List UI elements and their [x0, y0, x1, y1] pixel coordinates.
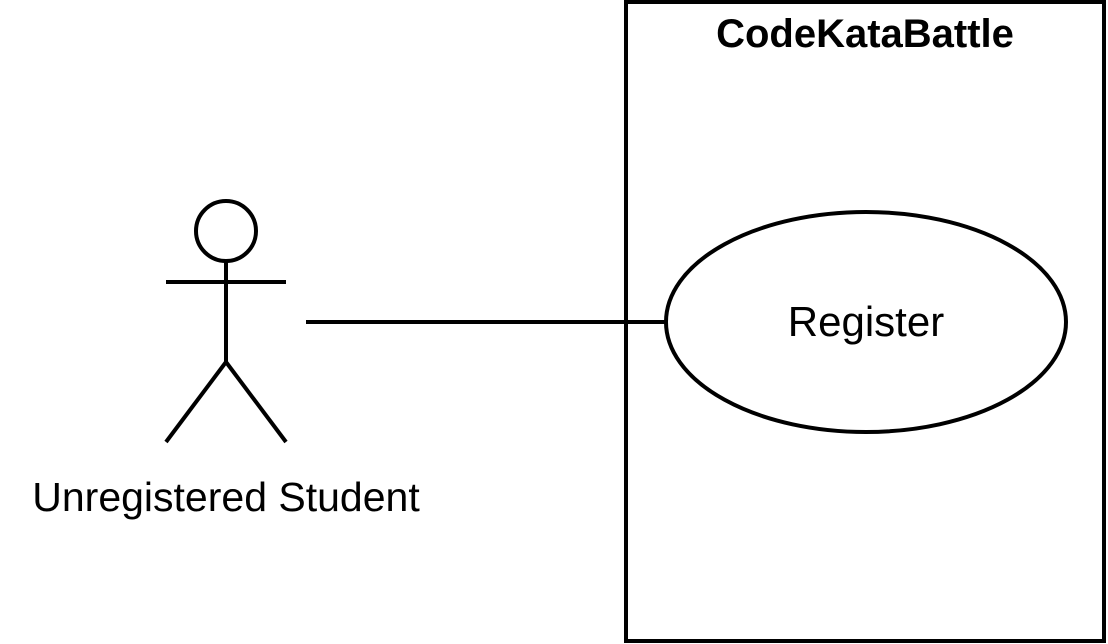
actor-label: Unregistered Student — [32, 474, 420, 520]
actor-right-leg — [224, 360, 288, 444]
use-case-register: Register — [664, 210, 1068, 434]
actor-stick-figure-icon — [164, 199, 288, 444]
use-case-label: Register — [788, 298, 944, 345]
actor-left-leg — [164, 360, 228, 444]
system-title: CodeKataBattle — [716, 12, 1014, 56]
actor-head — [194, 199, 258, 263]
system-boundary: CodeKataBattle — [624, 0, 1106, 643]
use-case-ellipse — [664, 210, 1068, 434]
